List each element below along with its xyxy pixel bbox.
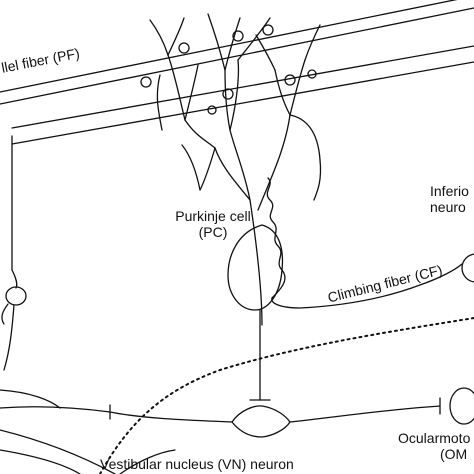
oculomotor-abbrev-label: (OM <box>440 446 468 462</box>
purkinje-dendrites <box>149 13 322 326</box>
granule-cell <box>1 135 27 371</box>
purkinje-cell-label: Purkinje cell (PC) <box>168 208 258 240</box>
purkinje-cell <box>227 224 284 401</box>
inferior-olive-label-line2: neuro <box>430 199 466 215</box>
oculomotor-label: Ocularmoto <box>398 430 471 446</box>
purkinje-cell-label-line2: (PC) <box>198 224 228 240</box>
left-afferents <box>0 429 176 474</box>
vestibular-nucleus-label: Vestibular nucleus (VN) neuron <box>100 456 294 472</box>
oculomotor-neuron <box>449 387 474 425</box>
inferior-olive-label: Inferio neuro <box>430 183 469 215</box>
dotted-fiber <box>99 317 474 474</box>
parallel-fiber-lines <box>0 0 474 145</box>
inferior-olive-label-line1: Inferio <box>430 183 469 199</box>
purkinje-cell-label-line1: Purkinje cell <box>175 208 251 224</box>
climbing-fiber <box>266 177 474 309</box>
vestibular-neuron <box>0 389 441 438</box>
pf-synapses <box>140 24 317 115</box>
